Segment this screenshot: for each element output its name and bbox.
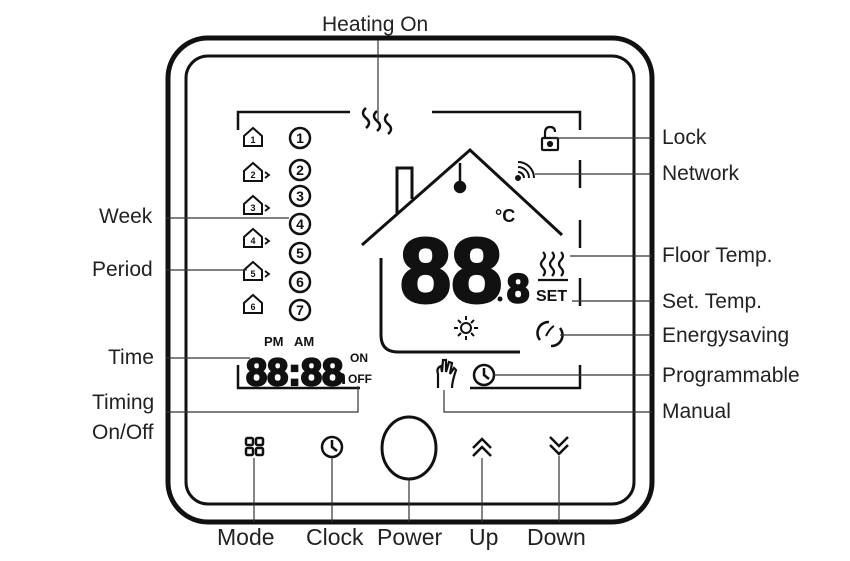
lock-icon <box>540 125 560 152</box>
up-label: Up <box>469 524 499 550</box>
device-inner-frame <box>184 54 636 506</box>
network-icon <box>515 161 535 181</box>
down-label: Down <box>527 524 586 550</box>
timing-label-line1: Timing <box>92 391 155 414</box>
period-number-5: 5 <box>250 269 255 279</box>
day-circle-7 <box>288 298 312 322</box>
temp-digits: 88 <box>400 220 502 322</box>
power-label: Power <box>377 524 443 550</box>
temp-decimal-digit: 8 <box>507 267 529 311</box>
device-outer-frame <box>165 35 655 525</box>
set-temp-label: Set. Temp. <box>662 290 762 313</box>
period-house-2-icon <box>243 161 263 182</box>
period-house-4-icon <box>243 227 263 248</box>
timing-label-line2: On/Off <box>92 421 154 444</box>
period-numbers: 1 2 3 4 5 6 <box>250 135 255 312</box>
on-text: ON <box>350 351 368 365</box>
day-circle-3 <box>288 184 312 208</box>
day-circle-4 <box>288 212 312 236</box>
day-number-1: 1 <box>296 130 304 146</box>
time-digits: 88:88 <box>246 352 343 394</box>
lock-label: Lock <box>662 126 707 149</box>
hour-suffix: h <box>334 367 346 389</box>
day-numbers: 1 2 3 4 5 6 7 <box>296 130 304 318</box>
manual-icon <box>436 358 458 389</box>
off-text: OFF <box>348 372 372 386</box>
period-house-6-icon <box>243 293 263 314</box>
pm-text: PM <box>264 334 284 349</box>
leader-lines <box>166 40 652 522</box>
period-label: Period <box>92 258 153 281</box>
period-house-5-icon <box>243 260 263 281</box>
period-house-1-icon <box>243 126 263 147</box>
leader-timing <box>166 386 359 413</box>
week-label: Week <box>99 205 153 228</box>
down-button[interactable] <box>549 436 569 456</box>
energysaving-icon <box>536 320 564 348</box>
network-label: Network <box>662 162 740 185</box>
clock-label: Clock <box>306 524 364 550</box>
period-number-1: 1 <box>250 135 255 145</box>
period-number-2: 2 <box>250 170 255 180</box>
period-number-3: 3 <box>250 203 255 213</box>
leader-manual <box>443 390 652 413</box>
day-circle-5 <box>288 241 312 265</box>
day-circle-6 <box>288 270 312 294</box>
day-circles <box>288 126 312 322</box>
time-label: Time <box>108 346 154 369</box>
heating-waves-icon <box>361 107 393 135</box>
energysaving-label: Energysaving <box>662 324 790 347</box>
am-text: AM <box>294 334 314 349</box>
floor-temp-label: Floor Temp. <box>662 244 773 267</box>
period-arrows <box>264 171 271 278</box>
day-circle-2 <box>288 158 312 182</box>
day-number-7: 7 <box>296 302 304 318</box>
power-button[interactable] <box>380 415 438 481</box>
manual-label: Manual <box>662 400 731 423</box>
period-house-icons <box>243 126 263 314</box>
day-number-6: 6 <box>296 274 304 290</box>
sun-icon <box>454 316 478 340</box>
programmable-icon <box>472 363 496 387</box>
day-number-4: 4 <box>296 216 304 232</box>
day-number-3: 3 <box>296 188 304 204</box>
period-number-6: 6 <box>250 302 255 312</box>
decimal-dot <box>497 296 503 302</box>
set-text: SET <box>536 288 567 305</box>
house-outline <box>361 147 564 354</box>
day-circle-1 <box>288 126 312 150</box>
day-number-2: 2 <box>296 162 304 178</box>
up-button[interactable] <box>472 437 492 457</box>
mode-button[interactable] <box>244 436 265 457</box>
temp-unit-text: °C <box>495 206 515 226</box>
floor-temp-icon <box>538 251 568 282</box>
period-number-4: 4 <box>250 236 255 246</box>
heating-on-label: Heating On <box>322 13 429 36</box>
day-number-5: 5 <box>296 245 304 261</box>
thermometer-icon <box>453 163 467 194</box>
mode-label: Mode <box>217 524 275 550</box>
programmable-label: Programmable <box>662 364 800 387</box>
period-house-3-icon <box>243 194 263 215</box>
clock-button[interactable] <box>320 435 344 459</box>
